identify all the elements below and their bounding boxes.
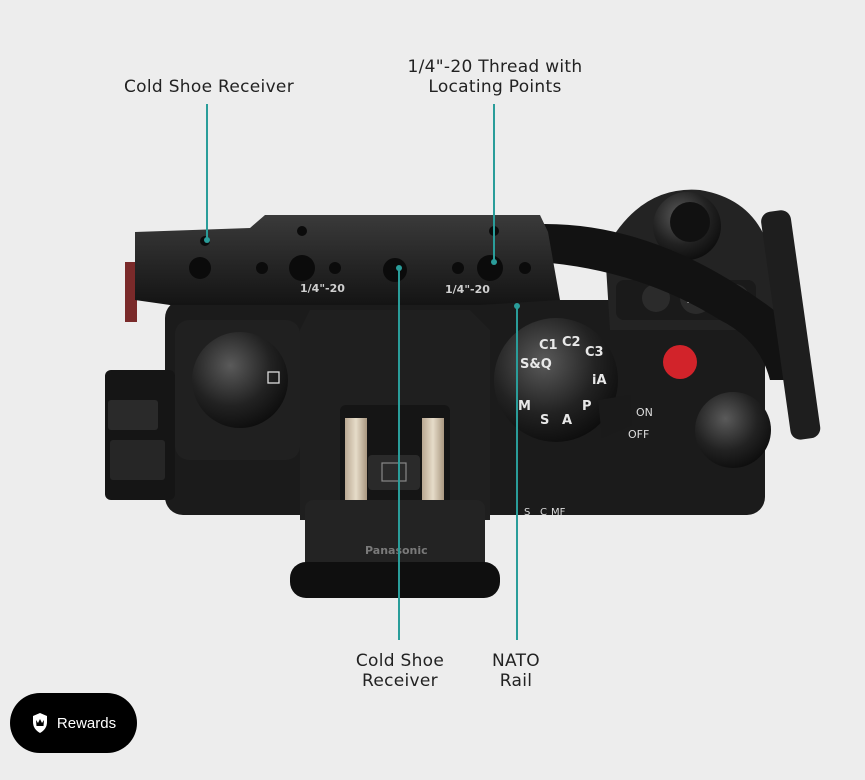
- mode-dial: S&Q C1 C2 C3 iA P A S M: [494, 318, 632, 442]
- mode-a: A: [562, 413, 572, 428]
- thread-mark-right: 1/4"-20: [445, 283, 490, 296]
- callout-cold-shoe-receiver-top: Cold Shoe Receiver: [118, 77, 300, 97]
- crown-shield-icon: [32, 713, 47, 733]
- mode-c1: C1: [539, 338, 558, 353]
- focus-mode-switch: S C MF: [524, 507, 566, 518]
- focus-c: C: [540, 507, 547, 518]
- cage-handle: [520, 223, 805, 380]
- mode-m: M: [518, 399, 531, 414]
- thread-mark-left: 1/4"-20: [300, 282, 345, 295]
- callout-leaders: [204, 104, 520, 640]
- callout-text-line2: Locating Points: [428, 77, 562, 97]
- mode-ia: iA: [592, 373, 607, 388]
- mode-s: S: [540, 413, 549, 428]
- callout-text-line2: Rail: [499, 671, 533, 691]
- callout-cold-shoe-receiver-bottom: Cold Shoe Receiver: [345, 651, 455, 691]
- focus-s: S: [524, 507, 530, 518]
- rewards-label: Rewards: [56, 714, 117, 732]
- cage-top-plate: 1/4"-20 1/4"-20: [135, 215, 560, 305]
- callout-text-line1: 1/4"-20 Thread with: [407, 57, 583, 77]
- brand-marking: Panasonic: [365, 544, 428, 557]
- viewfinder-hump: [300, 310, 490, 520]
- switch-on-label: ON: [636, 406, 653, 419]
- mode-c2: C2: [562, 335, 581, 350]
- callout-text-line2: Receiver: [362, 671, 438, 691]
- callout-text-line1: Cold Shoe: [355, 651, 445, 671]
- callout-thread-locating-points: 1/4"-20 Thread with Locating Points: [400, 57, 590, 97]
- callout-nato-rail: NATO Rail: [476, 651, 556, 691]
- mode-sq: S&Q: [520, 357, 552, 372]
- switch-off-label: OFF: [628, 428, 649, 441]
- mode-c3: C3: [585, 345, 604, 360]
- callout-text: Cold Shoe Receiver: [124, 77, 294, 97]
- callout-text-line1: NATO: [492, 651, 540, 671]
- mode-p: P: [582, 399, 592, 414]
- rewards-button[interactable]: Rewards: [10, 693, 137, 753]
- left-dial: [175, 320, 300, 460]
- focus-mf: MF: [551, 507, 566, 518]
- eyecup: Panasonic: [290, 500, 500, 598]
- record-button: [663, 345, 697, 379]
